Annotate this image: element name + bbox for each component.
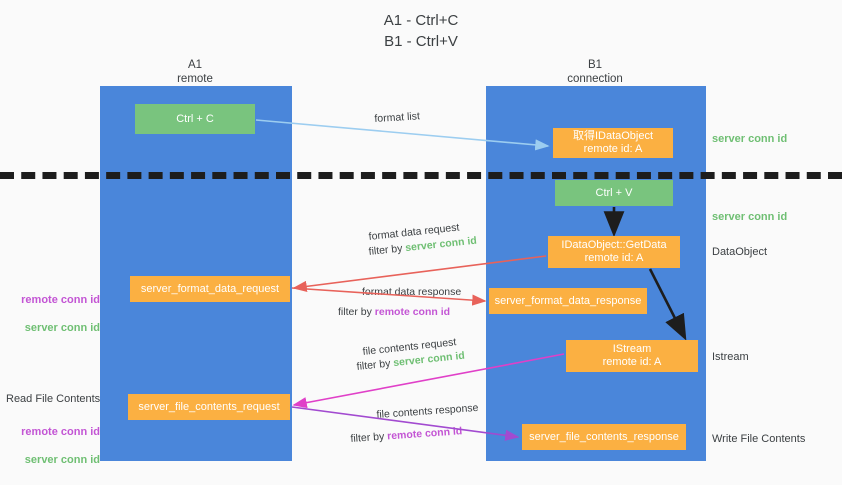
- node-ctrl-c[interactable]: Ctrl + C: [135, 104, 255, 134]
- edge-label-file-contents-response-filter: filter by remote conn id: [350, 424, 463, 446]
- edge-label-file-contents-response: file contents response: [376, 401, 479, 421]
- filter-prefix: filter by: [368, 242, 406, 258]
- note-server-conn-id: server conn id: [24, 454, 100, 466]
- node-ctrl-v[interactable]: Ctrl + V: [555, 180, 673, 206]
- node-server-format-data-response[interactable]: server_format_data_response: [489, 288, 647, 314]
- note-server-conn-id-top: server conn id: [712, 133, 788, 145]
- node-server-file-contents-response[interactable]: server_file_contents_response: [522, 424, 686, 450]
- node-istream[interactable]: IStream remote id: A: [566, 340, 698, 372]
- filter-value-remote-conn-id: remote conn id: [386, 425, 463, 443]
- phase-divider: [0, 172, 842, 179]
- node-server-format-data-request[interactable]: server_format_data_request: [130, 276, 290, 302]
- note-remote-conn-id: remote conn id: [21, 426, 100, 438]
- note-server-conn-id-mid: server conn id: [712, 211, 788, 223]
- edge-label-format-data-response-filter: filter by remote conn id: [338, 305, 450, 319]
- note-write-file-contents: Write File Contents: [712, 433, 806, 445]
- node-idataobject-getdata[interactable]: IDataObject::GetData remote id: A: [548, 236, 680, 268]
- column-header-a1: A1 remote: [177, 59, 213, 85]
- note-dataobject: DataObject: [712, 246, 768, 258]
- column-header-b1: B1 connection: [567, 59, 623, 85]
- note-server-conn-id: server conn id: [24, 322, 100, 334]
- filter-prefix: filter by: [350, 430, 388, 445]
- edge-label-format-list: format list: [374, 110, 421, 125]
- note-istream: Istream: [712, 351, 749, 363]
- note-conn-ids-upper: remote conn id server conn id: [8, 279, 100, 349]
- edge-label-format-data-response: format data response: [362, 286, 462, 298]
- filter-prefix: filter by: [356, 357, 394, 373]
- node-server-file-contents-request[interactable]: server_file_contents_request: [128, 394, 290, 420]
- note-conn-ids-lower: remote conn id server conn id: [8, 411, 100, 481]
- note-remote-conn-id: remote conn id: [21, 294, 100, 306]
- note-read-file-contents: Read File Contents: [6, 393, 101, 405]
- filter-value-remote-conn-id: remote conn id: [374, 306, 451, 318]
- node-idataobject[interactable]: 取得IDataObject remote id: A: [553, 128, 673, 158]
- page-title: A1 - Ctrl+C B1 - Ctrl+V: [383, 12, 459, 50]
- filter-prefix: filter by: [338, 306, 375, 318]
